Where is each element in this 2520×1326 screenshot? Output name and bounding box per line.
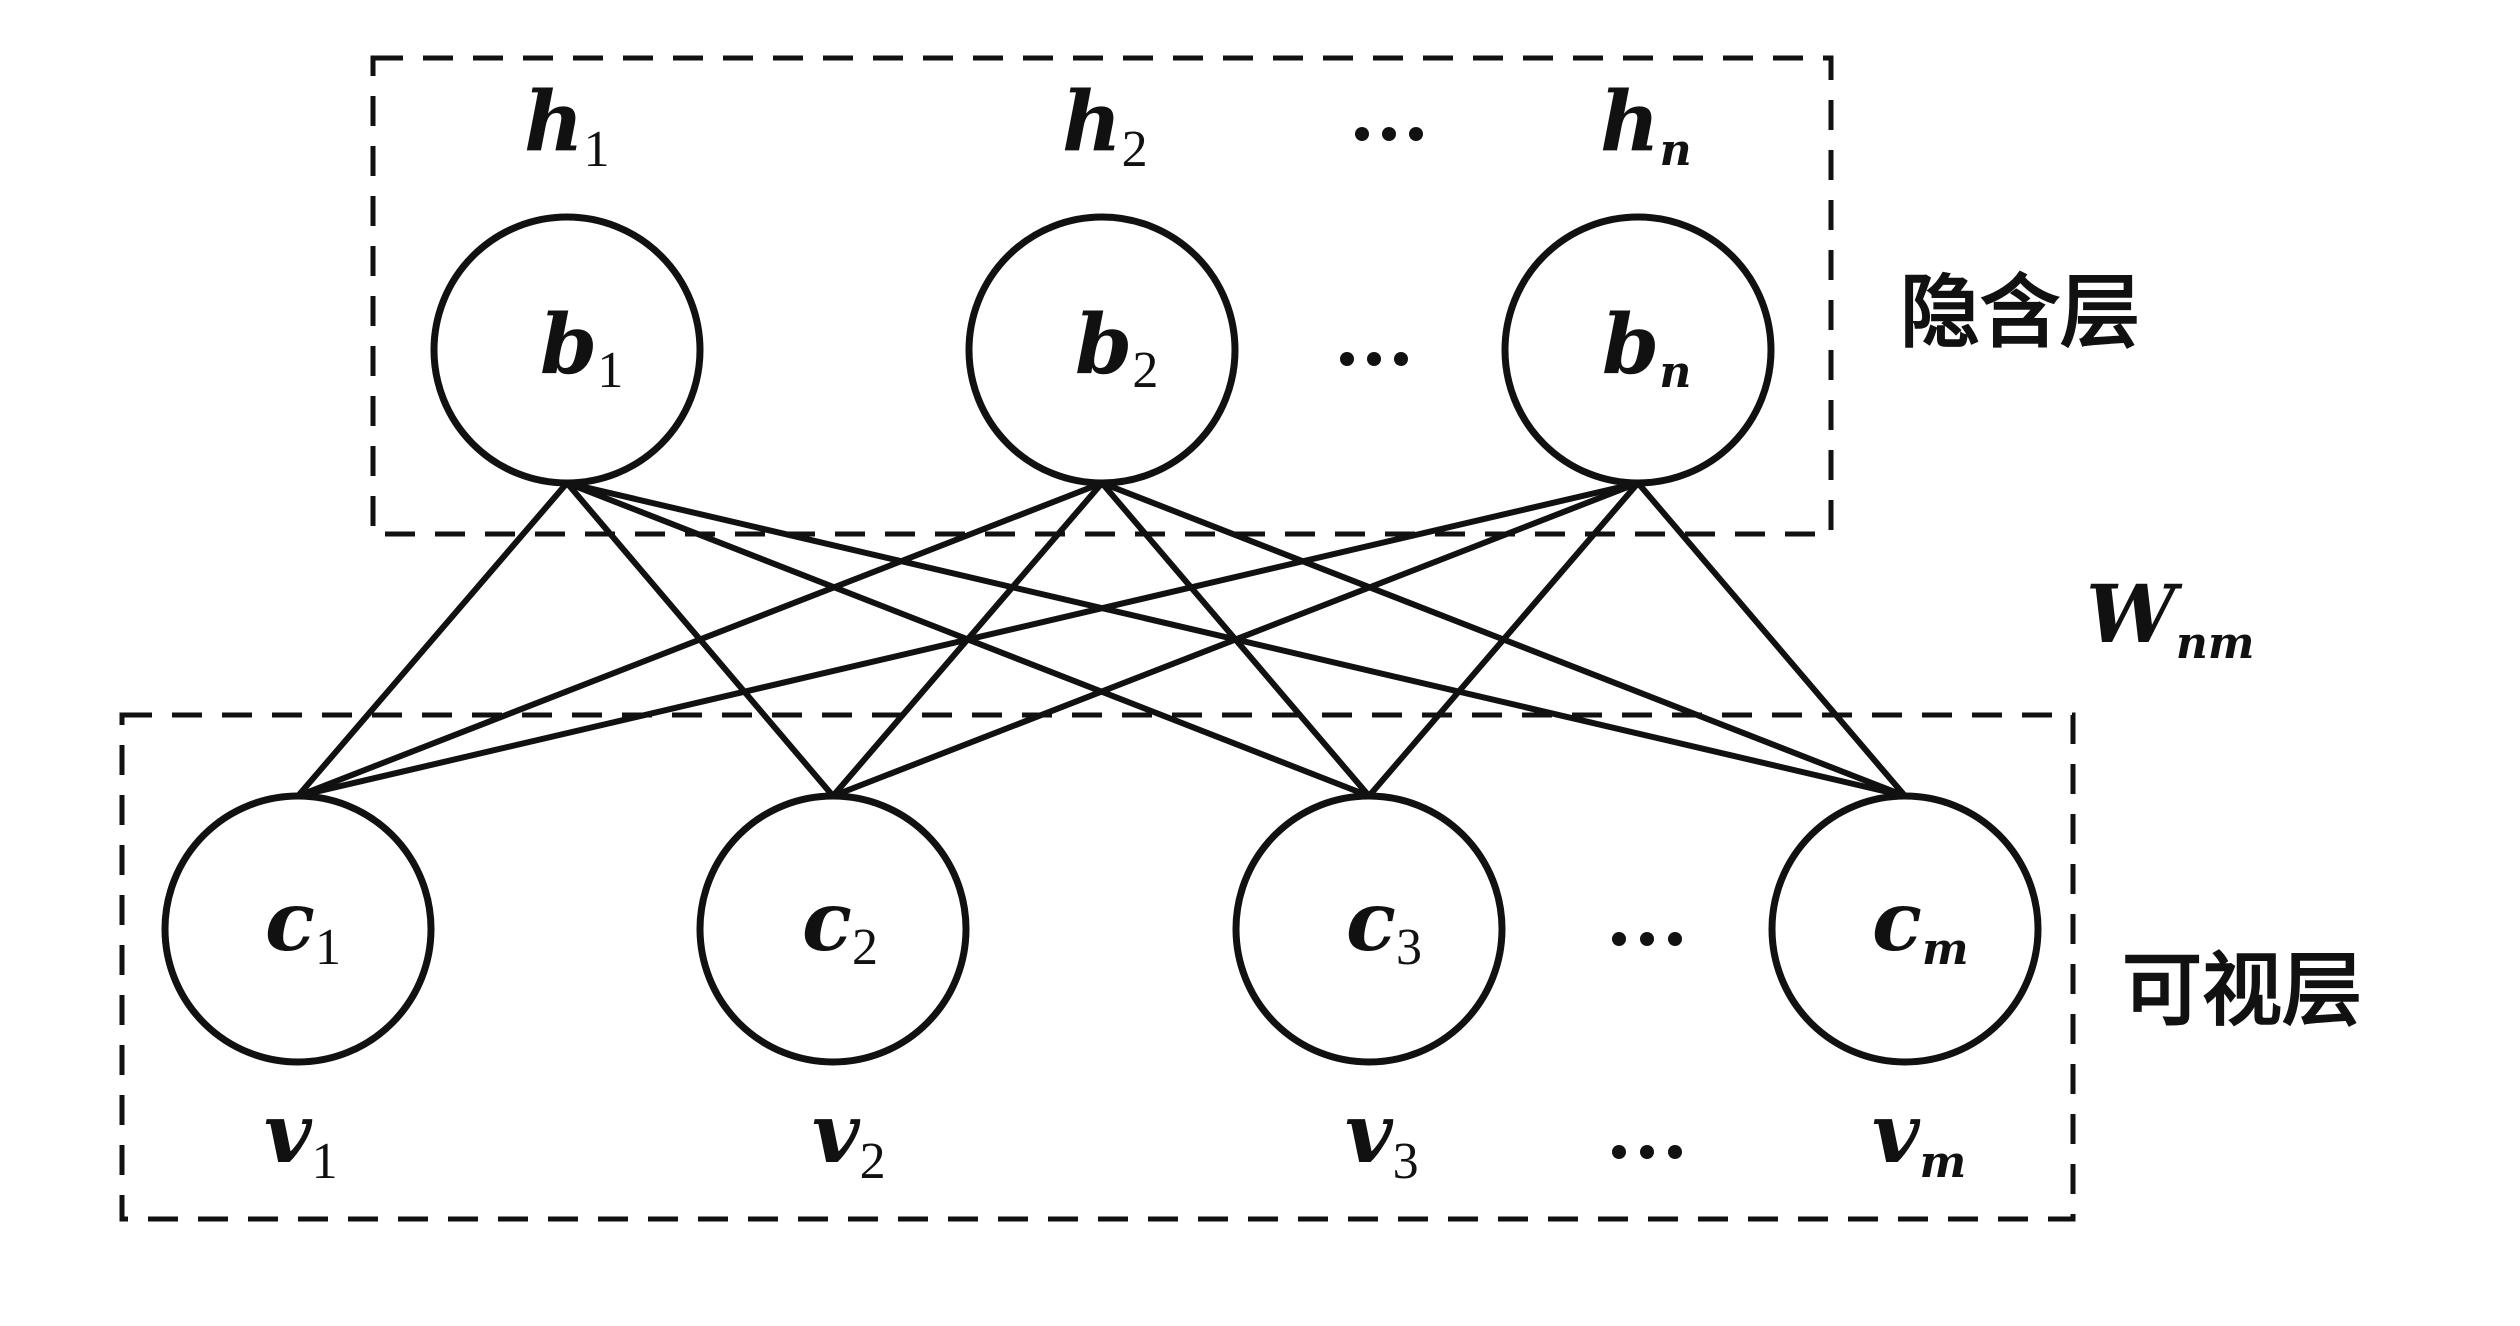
visible-unit-label: v2 (812, 1086, 886, 1190)
hidden-unit-label: hn (1600, 74, 1692, 176)
hidden-node-label: bn (1602, 297, 1691, 398)
hidden-label-ellipsis (1355, 127, 1423, 141)
visible-node-label: c2 (802, 874, 878, 976)
visible-node-ellipsis (1612, 932, 1682, 946)
visible-node-label: c1 (265, 874, 341, 976)
edge-h1-v1 (295, 480, 570, 799)
visible-unit: c2 v2 (696, 792, 970, 1190)
visible-layer-label: 可视层 (2122, 944, 2362, 1037)
edge-h3-v2 (830, 480, 1641, 799)
hidden-unit: b1 h1 (430, 74, 704, 487)
visible-unit: c1 v1 (161, 792, 435, 1190)
visible-unit-label: vm (1872, 1086, 1966, 1188)
visible-unit-label: v3 (1345, 1086, 1419, 1190)
edge-h3-v4 (1635, 480, 1908, 799)
visible-unit: c3 v3 (1232, 792, 1506, 1190)
weight-connections (295, 480, 1908, 799)
visible-unit-label: v1 (264, 1086, 338, 1190)
hidden-layer-box (370, 55, 1834, 537)
visible-node-c2 (696, 792, 970, 1066)
hidden-unit: b2 h2 (965, 74, 1239, 487)
visible-node-cm (1768, 792, 2042, 1066)
weight-matrix-label: Wnm (2086, 567, 2254, 669)
visible-layer-box (119, 712, 2076, 1222)
hidden-node-b1 (430, 213, 704, 487)
visible-node-c3 (1232, 792, 1506, 1066)
hidden-node-label: b2 (1075, 297, 1158, 399)
visible-node-c1 (161, 792, 435, 1066)
hidden-unit-label: h1 (524, 74, 610, 178)
visible-label-ellipsis (1612, 1145, 1682, 1159)
hidden-unit-label: h2 (1062, 74, 1148, 178)
visible-node-label: c3 (1346, 874, 1422, 976)
hidden-unit: bn hn (1501, 74, 1775, 487)
hidden-layer-label: 隐含层 (1900, 266, 2140, 359)
hidden-node-label: b1 (540, 297, 623, 399)
hidden-node-b2 (965, 213, 1239, 487)
hidden-node-ellipsis (1340, 352, 1408, 366)
visible-node-label: cm (1872, 874, 1969, 975)
edge-h2-v1 (295, 480, 1105, 799)
edge-h3-v1 (295, 480, 1641, 799)
edge-h3-v3 (1366, 480, 1641, 799)
visible-unit: cm vm (1768, 792, 2042, 1188)
hidden-node-bn (1501, 213, 1775, 487)
